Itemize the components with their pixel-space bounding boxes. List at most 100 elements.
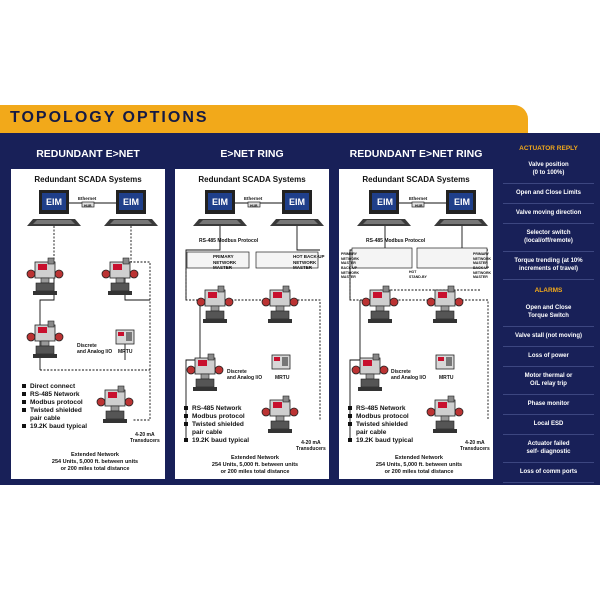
hub-label: HUB: [84, 204, 92, 208]
eim-label: EIM: [45, 197, 62, 207]
sidebar-divider: [503, 346, 594, 347]
bullet-icon: [348, 406, 352, 411]
eim-computer: [434, 190, 488, 226]
eim-label: EIM: [288, 197, 305, 207]
backup-master-label: BACK-UP NETWORK MASTER: [341, 266, 360, 279]
feature-item: Modbus protocol: [184, 413, 249, 421]
eim-computer: [357, 190, 411, 226]
alarm-item: Phase monitor: [527, 401, 570, 407]
hub-box: [247, 201, 261, 208]
bullet-icon: [184, 414, 188, 419]
sidebar-divider: [503, 251, 594, 252]
protocol-label: RS-485 Modbus Protocol: [199, 238, 259, 244]
alarm-item: Open and Close Torque Switch: [525, 305, 572, 319]
panel-footer: Extended Network 254 Units, 5,000 ft. be…: [51, 452, 139, 472]
bullet-icon: [22, 408, 26, 413]
feature-text: 19.2K baud typical: [30, 423, 88, 430]
feature-item: Twisted shielded pair cable: [22, 407, 87, 423]
eim-label: EIM: [453, 197, 470, 207]
panel-subtitle: Redundant SCADA Systems: [34, 175, 142, 184]
alarm-item: Actuator failed self- diagnostic: [526, 441, 571, 455]
sidebar-divider: [503, 482, 594, 483]
feature-item: RS-485 Network: [348, 405, 413, 413]
mrtu-label: MRTU: [439, 375, 454, 381]
panel-footer: Extended Network 254 Units, 5,000 ft. be…: [211, 455, 299, 475]
feature-text: Direct connect: [30, 383, 76, 390]
bullet-icon: [184, 438, 188, 443]
feature-item: Twisted shielded pair cable: [348, 421, 413, 437]
sidebar-divider: [503, 462, 594, 463]
panel-header-enet-ring: E>NET RING: [175, 139, 329, 169]
feature-item: RS-485 Network: [22, 391, 87, 399]
mrtu-unit: [115, 329, 135, 345]
panel-subtitle: Redundant SCADA Systems: [362, 175, 470, 184]
title-bar: [0, 105, 528, 133]
hub-label: HUB: [250, 204, 258, 208]
valve-actuator: [96, 385, 134, 424]
feature-item: 19.2K baud typical: [184, 437, 249, 445]
sidebar-divider: [503, 326, 594, 327]
feature-text: Twisted shielded pair cable: [30, 407, 82, 422]
panel-header-redundant-enet: REDUNDANT E>NET: [11, 139, 165, 169]
valve-actuator: [426, 395, 464, 434]
transducer-label: 4-20 mA Transducers: [130, 432, 160, 444]
valve-actuator: [101, 257, 139, 296]
feature-text: RS-485 Network: [356, 405, 406, 412]
sidebar-divider: [503, 203, 594, 204]
valve-actuator: [361, 285, 399, 324]
sidebar-divider: [503, 183, 594, 184]
feature-text: Modbus protocol: [192, 413, 245, 420]
hub-box: [411, 201, 425, 208]
primary-master-label: PRIMARY NETWORK MASTER: [473, 252, 492, 265]
eim-computer: [104, 190, 158, 226]
eim-computer: [27, 190, 81, 226]
bullet-icon: [184, 406, 188, 411]
feature-item: 19.2K baud typical: [22, 423, 87, 431]
bullet-icon: [348, 414, 352, 419]
feature-item: 19.2K baud typical: [348, 437, 413, 445]
eim-label: EIM: [376, 197, 393, 207]
network-cable: [130, 226, 151, 421]
ethernet-label: Ethernet: [244, 196, 263, 201]
feature-text: Twisted shielded pair cable: [356, 421, 408, 436]
valve-actuator: [261, 395, 299, 434]
protocol-label: RS-485 Modbus Protocol: [366, 238, 426, 244]
feature-text: Twisted shielded pair cable: [192, 421, 244, 436]
bullet-icon: [22, 424, 26, 429]
valve-actuator: [196, 285, 234, 324]
feature-item: Direct connect: [22, 383, 87, 391]
hub-box: [81, 201, 95, 208]
backup-master-label: BACK-UP NETWORK MASTER: [473, 266, 492, 279]
alarm-item: Local ESD: [533, 421, 564, 427]
page-title: TOPOLOGY OPTIONS: [10, 109, 209, 126]
network-cable: [349, 300, 361, 440]
feature-item: Modbus protocol: [348, 413, 413, 421]
eim-computer: [270, 190, 324, 226]
discrete-io-label: Discrete and Analog I/O: [391, 369, 427, 381]
eim-computer: [193, 190, 247, 226]
mrtu-label: MRTU: [118, 349, 133, 355]
primary-master-label: PRIMARY NETWORK MASTER: [213, 254, 237, 270]
actuator-reply-header: ACTUATOR REPLY: [519, 145, 578, 152]
reply-item: Torque trending (at 10% increments of tr…: [514, 258, 583, 272]
valve-actuator: [26, 320, 64, 359]
valve-actuator: [426, 285, 464, 324]
reply-item: Valve position (0 to 100%): [528, 162, 569, 176]
valve-actuator: [26, 257, 64, 296]
bullet-icon: [22, 400, 26, 405]
reply-item: Open and Close Limits: [515, 190, 581, 196]
discrete-io-label: Discrete and Analog I/O: [77, 343, 113, 355]
network-cable: [296, 226, 320, 251]
reply-item: Selector switch (local/off/remote): [524, 230, 573, 244]
alarm-item: Loss of power: [528, 353, 569, 359]
bullet-icon: [22, 392, 26, 397]
sidebar-divider: [503, 414, 594, 415]
feature-text: Modbus protocol: [356, 413, 409, 420]
network-cable: [185, 268, 321, 420]
sidebar-divider: [503, 223, 594, 224]
network-master-box: [351, 247, 413, 269]
bullet-icon: [22, 384, 26, 389]
